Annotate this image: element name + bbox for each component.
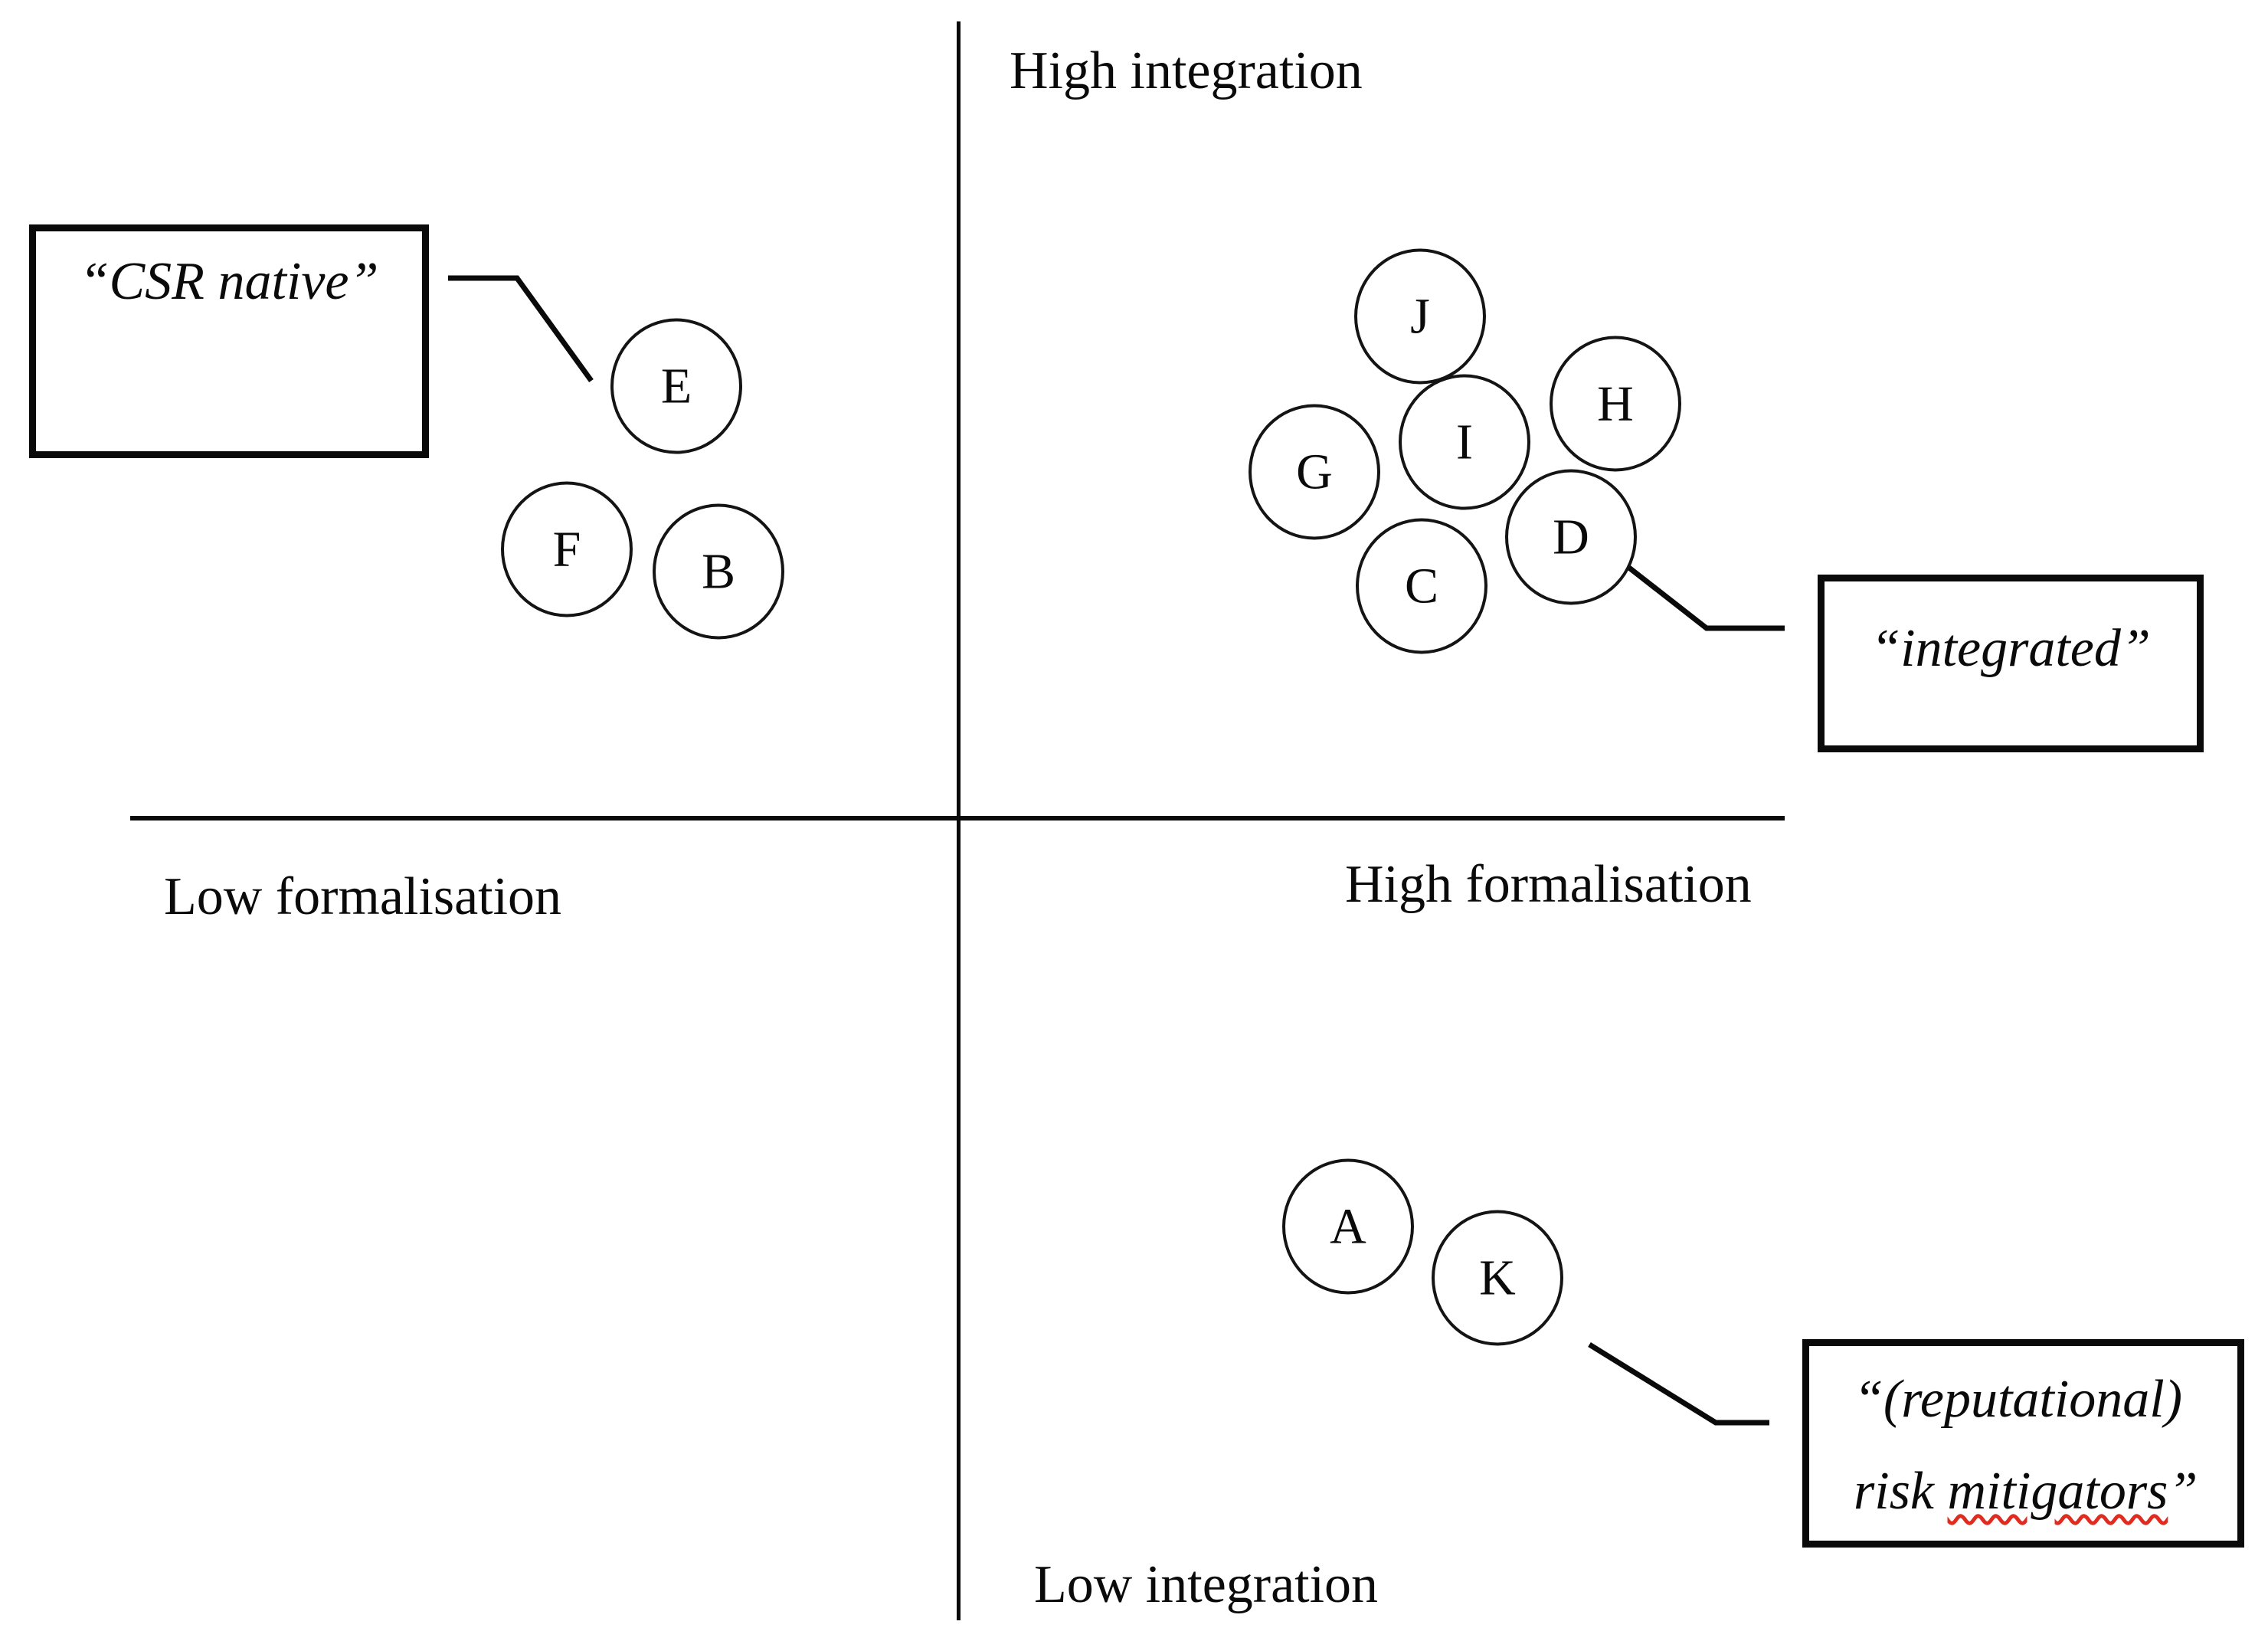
integrated-connector xyxy=(1624,563,1785,631)
callout-text-line2-suffix: ” xyxy=(2168,1462,2198,1521)
callout-text-line2-prefix: risk xyxy=(1854,1462,1948,1521)
firm-letter: A xyxy=(1330,1198,1366,1254)
firm-circle-B: B xyxy=(653,503,784,640)
firm-letter: H xyxy=(1597,375,1634,431)
firm-circle-J: J xyxy=(1354,248,1486,385)
firm-letter: E xyxy=(660,358,692,414)
vertical-axis-line xyxy=(957,21,961,1620)
callout-box-integrated: “integrated” xyxy=(1818,575,2204,752)
firm-letter: G xyxy=(1296,444,1333,500)
firm-circle-H: H xyxy=(1550,336,1681,472)
firm-letter: K xyxy=(1479,1250,1516,1305)
firm-letter: C xyxy=(1404,558,1439,614)
csr-native-connector xyxy=(448,275,594,383)
firm-circle-A: A xyxy=(1282,1158,1414,1295)
firm-circle-K: K xyxy=(1432,1210,1563,1346)
callout-box-risk-mitigators: “(reputational) risk mitigators” xyxy=(1802,1339,2244,1548)
firm-letter: D xyxy=(1553,509,1589,565)
axis-label-high-integration: High integration xyxy=(1010,41,1363,100)
horizontal-axis-line xyxy=(130,816,1785,821)
firm-circle-I: I xyxy=(1399,374,1530,510)
firm-letter: J xyxy=(1410,288,1430,344)
firm-letter: F xyxy=(552,521,581,577)
firm-circle-F: F xyxy=(501,481,633,617)
firm-letter: B xyxy=(701,543,736,599)
risk-mitigators-connector xyxy=(1588,1342,1769,1426)
callout-text-line2: risk mitigators” xyxy=(1854,1446,2237,1538)
axis-label-low-formalisation: Low formalisation xyxy=(164,867,562,926)
callout-box-csr-native: “CSR native” xyxy=(29,224,429,458)
firm-letter: I xyxy=(1456,414,1473,470)
firm-circle-E: E xyxy=(610,318,742,454)
callout-text-integrated: “integrated” xyxy=(1870,619,2151,678)
firm-circle-G: G xyxy=(1249,404,1380,540)
firm-circle-D: D xyxy=(1505,469,1637,605)
callout-text-csr-native: “CSR native” xyxy=(79,252,379,311)
misspelled-word-squiggle: mitigators xyxy=(1947,1462,2168,1521)
callout-text-line1: “(reputational) xyxy=(1854,1370,2183,1429)
axis-label-high-formalisation: High formalisation xyxy=(1345,855,1752,914)
firm-circle-C: C xyxy=(1356,518,1487,654)
axis-label-low-integration: Low integration xyxy=(1034,1555,1379,1614)
